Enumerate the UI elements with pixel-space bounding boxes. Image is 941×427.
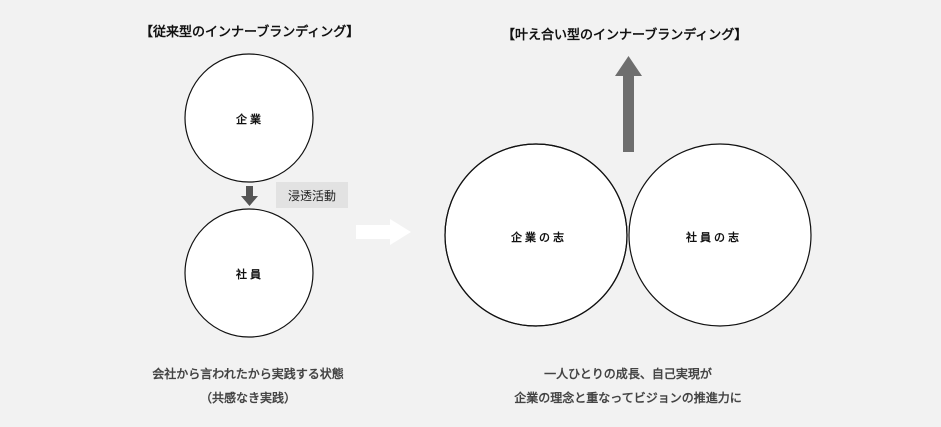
- company-circle: [184, 53, 314, 183]
- right-title: 【叶え合い型のインナーブランディング】: [502, 28, 748, 43]
- company-aspiration-label: 企業の志: [511, 231, 567, 244]
- employee-label: 社員: [236, 268, 264, 281]
- company-label: 企業: [236, 113, 264, 126]
- left-caption-line2: （共感なき実践）: [199, 391, 296, 405]
- left-caption-line1: 会社から言われたから実践する状態: [152, 367, 344, 381]
- process-tag: 浸透活動: [276, 182, 348, 208]
- transition-arrow: [356, 219, 411, 245]
- up-arrow: [615, 56, 642, 152]
- down-arrow: [241, 186, 258, 206]
- employee-aspiration-label: 社員の志: [686, 231, 742, 244]
- left-title: 【従来型のインナーブランディング】: [140, 25, 360, 40]
- employee-aspiration-circle: [628, 143, 812, 327]
- right-caption-line1: 一人ひとりの成長、自己実現が: [544, 367, 712, 381]
- company-aspiration-outline: [444, 143, 628, 327]
- right-caption-line2: 企業の理念と重なってビジョンの推進力に: [514, 391, 742, 405]
- employee-circle: [184, 208, 314, 338]
